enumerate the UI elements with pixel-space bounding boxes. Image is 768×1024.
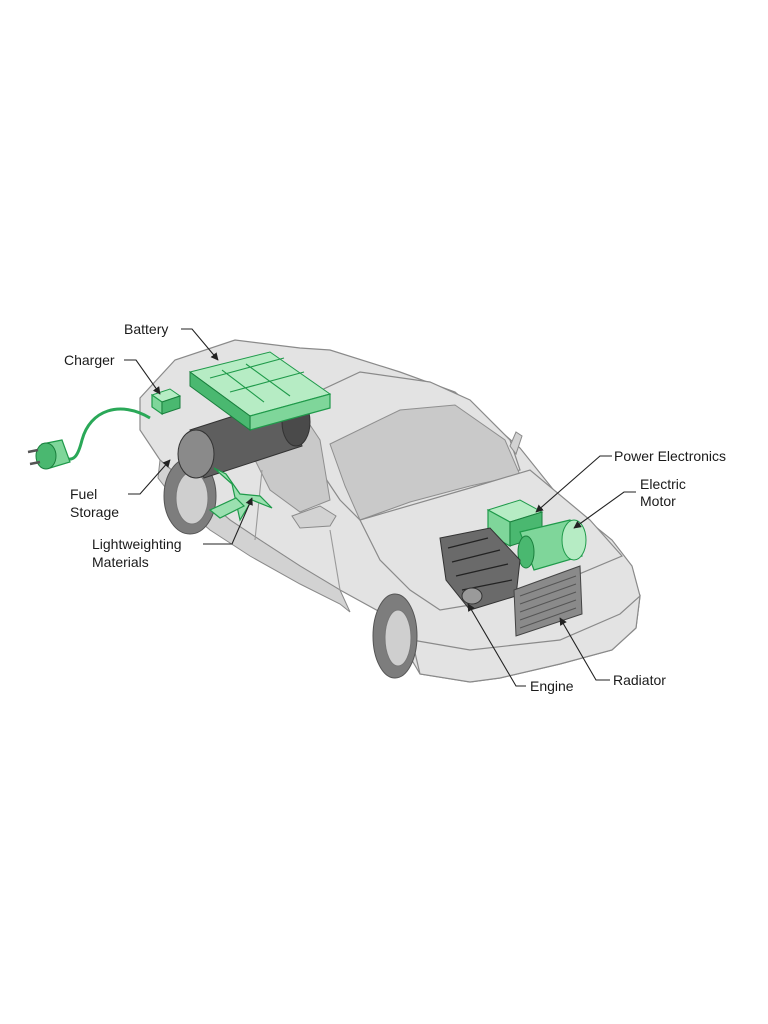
label-charger: Charger bbox=[64, 352, 115, 368]
label-battery: Battery bbox=[124, 321, 168, 337]
label-fuel-storage-line1: Fuel bbox=[70, 486, 97, 502]
label-lightweighting-line1: Lightweighting bbox=[92, 536, 182, 552]
charger-unit bbox=[150, 388, 182, 416]
label-engine: Engine bbox=[530, 678, 574, 694]
label-electric-motor-line2: Motor bbox=[640, 493, 676, 509]
power-electronics-unit bbox=[486, 499, 544, 548]
lightweighting-materials-frame bbox=[208, 467, 273, 522]
component-labels: Battery Charger Fuel Storage Lightweight… bbox=[64, 321, 726, 694]
label-radiator: Radiator bbox=[613, 672, 666, 688]
leader-lines bbox=[124, 328, 636, 687]
label-power-electronics: Power Electronics bbox=[614, 448, 726, 464]
battery-pack bbox=[188, 351, 332, 431]
label-lightweighting-line2: Materials bbox=[92, 554, 149, 570]
label-fuel-storage-line2: Storage bbox=[70, 504, 119, 520]
electric-motor-unit bbox=[517, 519, 587, 571]
label-electric-motor-line1: Electric bbox=[640, 476, 686, 492]
charging-plug-icon bbox=[27, 407, 151, 470]
